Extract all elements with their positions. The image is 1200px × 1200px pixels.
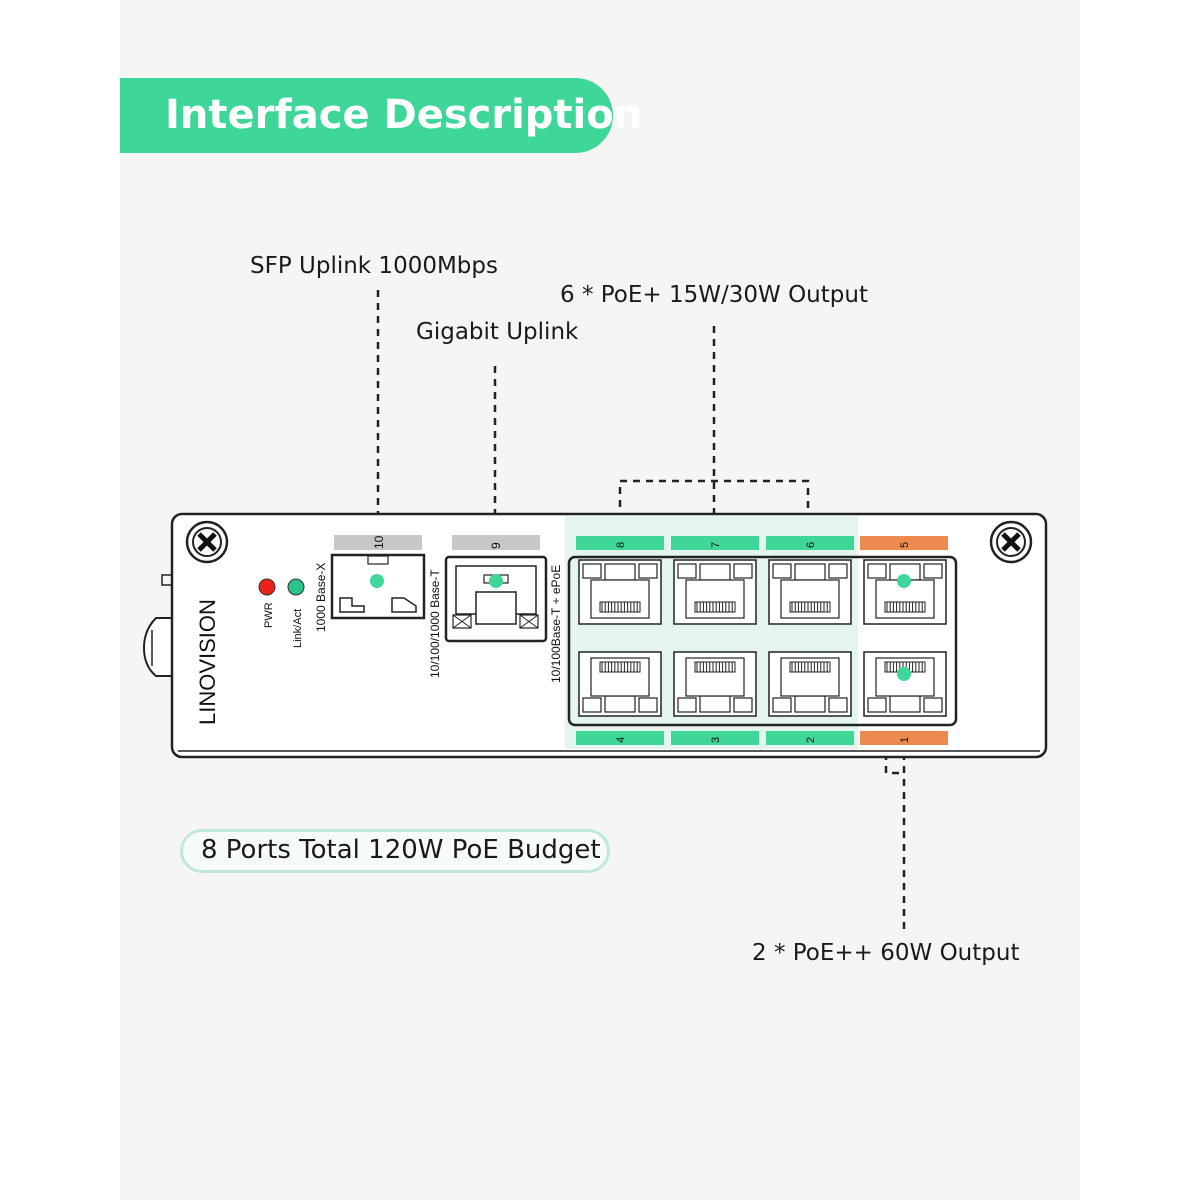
rj45-port-top-1[interactable] bbox=[578, 559, 662, 625]
screw-icon bbox=[185, 520, 229, 564]
pwr-led-label: PWR bbox=[263, 602, 275, 628]
side-mount bbox=[142, 574, 173, 677]
sfp-uplink-callout: SFP Uplink 1000Mbps bbox=[250, 253, 498, 279]
port-8-number: 8 bbox=[615, 542, 627, 548]
rj45-port-bottom-3[interactable] bbox=[768, 651, 852, 717]
port-4-number: 4 bbox=[615, 737, 627, 743]
port-1-tag bbox=[860, 731, 948, 745]
port-5-led bbox=[897, 574, 911, 588]
gigabit-port[interactable] bbox=[444, 555, 548, 643]
port-3-number: 3 bbox=[710, 737, 722, 743]
sfp-port-led bbox=[370, 574, 384, 588]
rj45-port-bottom-1[interactable] bbox=[578, 651, 662, 717]
poe-budget-text: 8 Ports Total 120W PoE Budget bbox=[201, 835, 601, 865]
link-act-led bbox=[287, 578, 305, 596]
port-6-number: 6 bbox=[805, 542, 817, 548]
port-1-led bbox=[897, 667, 911, 681]
poe-plusplus-leds bbox=[897, 574, 911, 681]
poe-budget-badge: 8 Ports Total 120W PoE Budget bbox=[180, 829, 610, 873]
port-10-tag bbox=[334, 535, 422, 550]
brand-logo: LINOVISION bbox=[195, 599, 220, 725]
screw-icon bbox=[989, 520, 1033, 564]
port-1-number: 1 bbox=[899, 737, 911, 743]
port-5-tag bbox=[860, 536, 948, 550]
rj45-port-top-2[interactable] bbox=[673, 559, 757, 625]
rj45-port-top-3[interactable] bbox=[768, 559, 852, 625]
gigabit-uplink-callout: Gigabit Uplink bbox=[416, 319, 579, 345]
rj45-port-block bbox=[567, 555, 958, 727]
port-2-tag bbox=[766, 731, 854, 745]
pwr-led bbox=[258, 578, 276, 596]
port-9-number: 9 bbox=[489, 542, 503, 549]
port-9-tag bbox=[452, 535, 540, 550]
rj45-port-5[interactable] bbox=[863, 559, 947, 625]
link-act-led-label: Link/Act bbox=[292, 609, 304, 648]
page-title: Interface Description bbox=[165, 92, 643, 138]
poe-type-label: 10/100Base-T + ePoE bbox=[549, 565, 563, 683]
gigabit-type-label: 10/100/1000 Base-T bbox=[428, 569, 442, 678]
port-6-tag bbox=[766, 536, 854, 550]
sfp-type-label: 1000 Base-X bbox=[314, 563, 328, 632]
rj45-port-bottom-2[interactable] bbox=[673, 651, 757, 717]
port-3-tag bbox=[671, 731, 759, 745]
title-banner: Interface Description bbox=[120, 78, 642, 153]
port-5-number: 5 bbox=[899, 542, 911, 548]
sfp-port[interactable] bbox=[330, 553, 426, 620]
port-4-tag bbox=[576, 731, 664, 745]
port-2-number: 2 bbox=[805, 737, 817, 743]
leader-lines bbox=[376, 290, 906, 930]
port-10-number: 10 bbox=[372, 535, 386, 549]
rj45-ports bbox=[578, 559, 947, 717]
poe-plusplus-callout: 2 * PoE++ 60W Output bbox=[752, 940, 1020, 966]
gigabit-port-led bbox=[489, 574, 503, 588]
port-8-tag bbox=[576, 536, 664, 550]
port-7-number: 7 bbox=[710, 542, 722, 548]
port-7-tag bbox=[671, 536, 759, 550]
rj45-port-1[interactable] bbox=[863, 651, 947, 717]
poe-plus-callout: 6 * PoE+ 15W/30W Output bbox=[560, 282, 868, 308]
